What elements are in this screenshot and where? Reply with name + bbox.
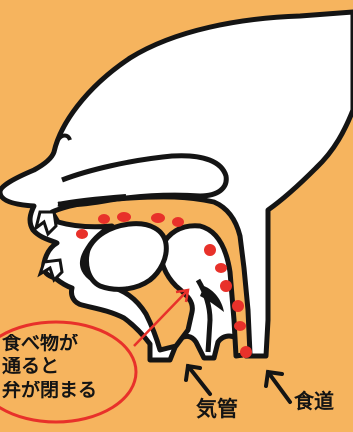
food-dot [204,244,216,256]
food-dot [215,263,227,273]
food-dot [117,212,131,222]
callout-line-3: 弁が閉まる [2,381,97,400]
food-dot [98,214,110,224]
food-dot [76,229,88,239]
tongue [87,224,167,290]
trachea-label: 気管 [196,399,238,420]
food-dot [151,213,165,223]
arrow-esophagus [266,372,290,402]
food-dot [220,280,232,292]
food-dot [172,217,184,227]
food-dot [240,346,252,358]
esophagus-label: 食道 [294,391,334,411]
callout-line-2: 通ると [2,357,59,376]
food-dot [234,321,246,331]
callout-line-1: 食べ物が [2,334,78,353]
food-dot [232,300,244,312]
arrow-trachea [186,366,210,394]
